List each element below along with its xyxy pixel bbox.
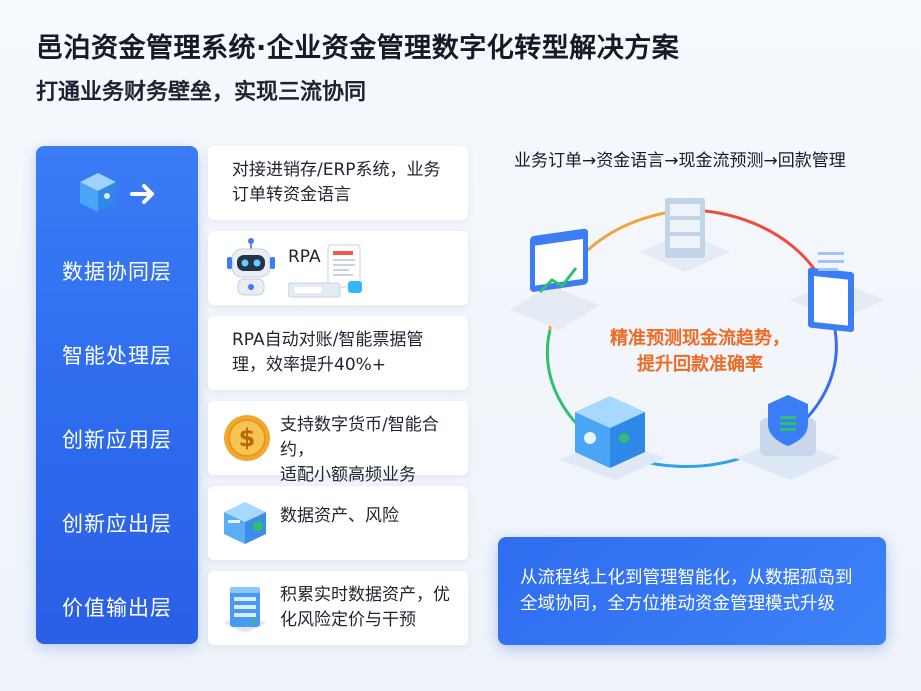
page-title: 邑泊资金管理系统·企业资金管理数字化转型解决方案 (36, 33, 680, 64)
node-server-icon (640, 198, 730, 272)
node-cube-icon (560, 396, 665, 480)
flow-center-text: 精准预测现金流趋势， 提升回款准确率 (600, 326, 800, 378)
flow-title: 业务订单→资金语言→现金流预测→回款管理 (514, 151, 846, 171)
card-digital-currency-line2: 适配小额高频业务 (280, 465, 416, 485)
data-box-icon (224, 502, 266, 544)
dollar-coin-icon: $ (224, 415, 270, 461)
server-icon (224, 587, 266, 633)
card-data-assets: 数据资产、风险 (208, 486, 468, 560)
flow-center-line1: 精准预测现金流趋势， (610, 328, 790, 349)
layer-label-smart-process: 智能处理层 (62, 344, 172, 368)
card-digital-currency-line1: 支持数字货币/智能合约， (280, 415, 439, 460)
card-rpa-recon-line1: RPA自动对账/智能票据管 (232, 330, 424, 350)
flow-cycle-diagram (510, 198, 885, 480)
card-rpa-label: RPA (288, 247, 321, 267)
layer-label-innovation-output: 创新应出层 (62, 512, 172, 536)
node-document-icon (790, 252, 885, 332)
card-rpa-recon: RPA自动对账/智能票据管 理，效率提升40%+ (208, 316, 468, 390)
card-erp-line1: 对接进销存/ERP系统，业务 (232, 160, 441, 180)
svg-text:$: $ (239, 424, 256, 452)
node-shield-icon (735, 395, 840, 480)
robot-icon (227, 238, 275, 296)
layer-column: 数据协同层 智能处理层 创新应用层 创新应出层 价值输出层 (36, 146, 198, 644)
card-rpa-recon-line2: 理，效率提升40%+ (232, 355, 387, 375)
banner-line1: 从流程线上化到管理智能化，从数据孤岛到 (520, 568, 853, 588)
layer-label-value-output: 价值输出层 (62, 596, 172, 620)
card-risk-pricing: 积累实时数据资产，优 化风险定价与干预 (208, 571, 468, 645)
card-rpa: RPA (208, 231, 468, 305)
document-stack-icon (288, 244, 362, 298)
card-risk-pricing-line1: 积累实时数据资产，优 (280, 585, 450, 605)
page-subtitle: 打通业务财务壁垒，实现三流协同 (36, 80, 367, 105)
card-risk-pricing-line2: 化风险定价与干预 (280, 610, 416, 630)
node-chart-window-icon (510, 228, 600, 330)
flow-center-line2: 提升回款准确率 (637, 354, 763, 375)
layer-label-innovation-app: 创新应用层 (62, 428, 172, 452)
layer-label-data-collab: 数据协同层 (62, 260, 172, 284)
card-erp: 对接进销存/ERP系统，业务 订单转资金语言 (208, 146, 468, 220)
card-erp-line2: 订单转资金语言 (232, 185, 351, 205)
banner-line2: 全域协同，全方位推动资金管理模式升级 (520, 594, 835, 614)
summary-banner: 从流程线上化到管理智能化，从数据孤岛到 全域协同，全方位推动资金管理模式升级 (498, 537, 886, 645)
data-cube-arrow-icon (80, 173, 154, 212)
card-data-assets-label: 数据资产、风险 (280, 506, 399, 526)
card-digital-currency: $ 支持数字货币/智能合约， 适配小额高频业务 (208, 401, 468, 485)
